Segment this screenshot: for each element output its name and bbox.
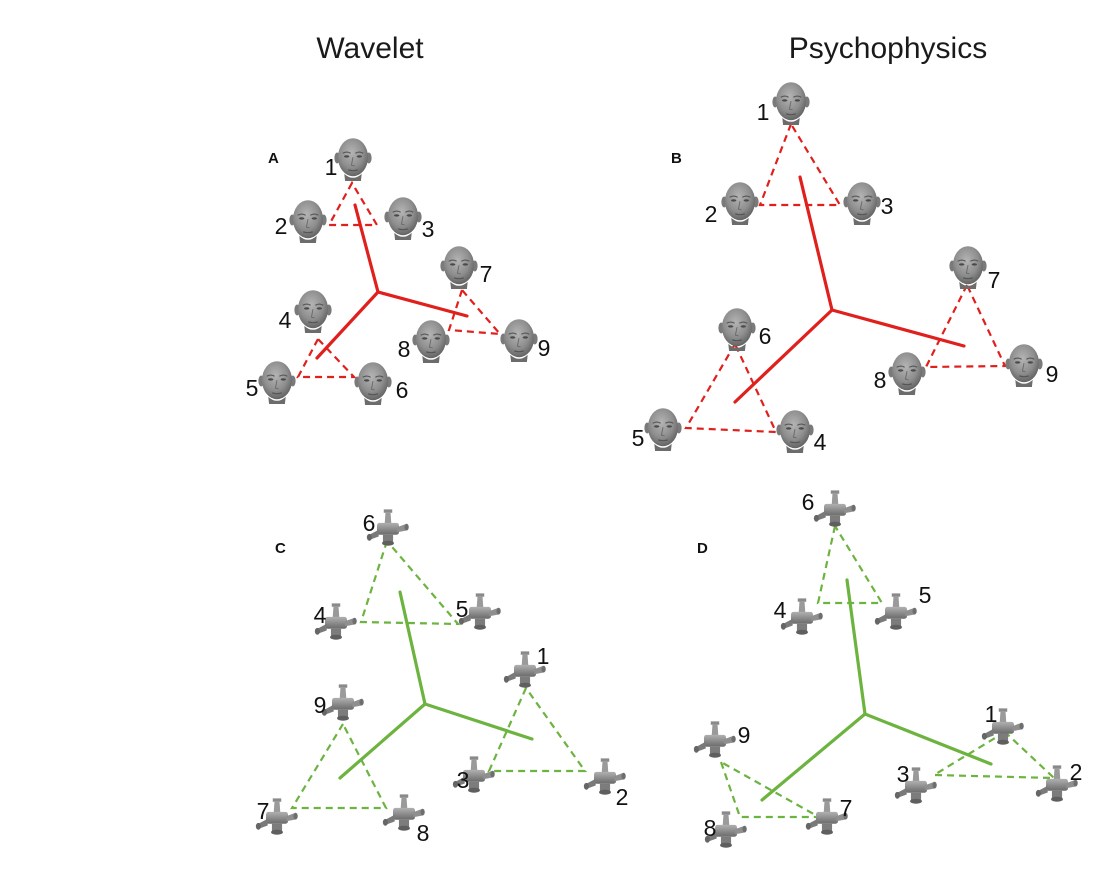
face-stimulus-icon <box>411 319 451 364</box>
stimulus-number: 5 <box>246 375 259 401</box>
face-stimulus-icon <box>1004 343 1044 388</box>
tree-branch <box>863 712 993 766</box>
stimulus-number: 8 <box>398 336 411 362</box>
face-stimulus-icon <box>439 245 479 290</box>
tree-branch <box>423 702 534 741</box>
face-stimulus-icon <box>293 289 333 334</box>
stimulus-number: 3 <box>457 767 470 793</box>
face-stimulus-icon <box>257 360 297 405</box>
face-stimulus-icon <box>720 181 760 226</box>
panel-letter: B <box>671 150 682 167</box>
stimulus-number: 7 <box>257 798 270 824</box>
stimulus-number: 6 <box>759 323 772 349</box>
face-stimulus-icon <box>383 196 423 241</box>
object-stimulus-icon <box>780 598 823 635</box>
object-stimulus-icon <box>874 593 917 630</box>
stimulus-number: 9 <box>1046 361 1059 387</box>
cluster-triangle <box>719 759 824 819</box>
stimulus-number: 1 <box>325 154 338 180</box>
stimulus-number: 8 <box>704 815 717 841</box>
stimulus-number: 4 <box>314 602 327 628</box>
stimulus-number: 9 <box>538 335 551 361</box>
stimulus-number: 9 <box>738 722 751 748</box>
cluster-triangle <box>327 180 379 227</box>
stimulus-number: 2 <box>705 201 718 227</box>
stimulus-number: 4 <box>279 307 292 333</box>
face-stimulus-icon <box>775 409 815 454</box>
column-title-psychophysics: Psychophysics <box>789 32 987 65</box>
face-stimulus-icon <box>333 137 373 182</box>
cluster-triangle <box>359 538 461 626</box>
face-stimulus-icon <box>288 199 328 244</box>
cluster-triangle <box>924 282 1007 369</box>
stimulus-number: 4 <box>814 429 827 455</box>
stimulus-number: 2 <box>616 784 629 810</box>
face-stimulus-icon <box>948 245 988 290</box>
stimulus-number: 5 <box>456 596 469 622</box>
panel-letter: C <box>275 540 286 557</box>
tree-branch <box>733 308 834 404</box>
tree-branch <box>376 290 469 318</box>
face-stimulus-icon <box>717 307 757 352</box>
stimulus-number: 2 <box>1070 759 1083 785</box>
stimulus-number: 7 <box>840 795 853 821</box>
stimulus-number: 6 <box>396 377 409 403</box>
face-stimulus-icon <box>643 407 683 452</box>
stimulus-number: 1 <box>985 701 998 727</box>
cluster-triangle <box>296 337 357 379</box>
stimulus-number: 9 <box>314 692 327 718</box>
face-stimulus-icon <box>499 318 539 363</box>
face-stimulus-icon <box>887 351 927 396</box>
stimulus-number: 2 <box>275 213 288 239</box>
object-stimulus-icon <box>813 490 856 527</box>
stimulus-number: 8 <box>874 367 887 393</box>
stimulus-number: 3 <box>881 193 894 219</box>
stimulus-number: 6 <box>802 489 815 515</box>
panel-a: A 1 2 3 4 5 6 7 8 9 <box>246 137 551 406</box>
stimulus-number: 6 <box>363 510 376 536</box>
panel-letter: A <box>268 150 279 167</box>
panel-letter: D <box>697 540 708 557</box>
cluster-triangle <box>758 121 842 207</box>
tree-branch <box>845 578 867 716</box>
column-title-wavelet: Wavelet <box>316 32 424 65</box>
stimulus-number: 5 <box>919 582 932 608</box>
cluster-triangle <box>487 685 588 773</box>
tree-branch <box>315 290 380 360</box>
tree-branch <box>338 702 427 780</box>
stimulus-number: 4 <box>774 597 787 623</box>
stimulus-number: 5 <box>632 425 645 451</box>
tree-branch <box>760 712 867 802</box>
tree-branch <box>830 308 966 348</box>
panel-d: D 1 2 3 4 5 6 7 8 9 <box>693 489 1083 848</box>
stimulus-number: 3 <box>422 216 435 242</box>
face-stimulus-icon <box>353 361 393 406</box>
cluster-triangle <box>930 730 1057 780</box>
tree-branch <box>398 590 427 706</box>
object-stimulus-icon <box>693 721 736 758</box>
tree-branch <box>353 203 380 294</box>
cluster-triangle <box>447 287 503 336</box>
cluster-triangle <box>684 341 778 434</box>
cluster-triangle <box>290 721 388 810</box>
face-stimulus-icon <box>771 81 811 126</box>
object-stimulus-icon <box>321 684 364 721</box>
stimulus-number: 7 <box>988 267 1001 293</box>
panel-c: C 1 2 3 4 5 6 7 8 9 <box>255 509 629 846</box>
panel-b: B 1 2 3 4 5 6 7 8 9 <box>632 81 1059 455</box>
stimulus-number: 7 <box>480 261 493 287</box>
stimulus-number: 1 <box>537 643 550 669</box>
stimulus-number: 8 <box>417 820 430 846</box>
face-stimulus-icon <box>842 181 882 226</box>
stimulus-number: 1 <box>757 99 770 125</box>
stimulus-number: 3 <box>897 761 910 787</box>
tree-branch <box>798 175 834 312</box>
